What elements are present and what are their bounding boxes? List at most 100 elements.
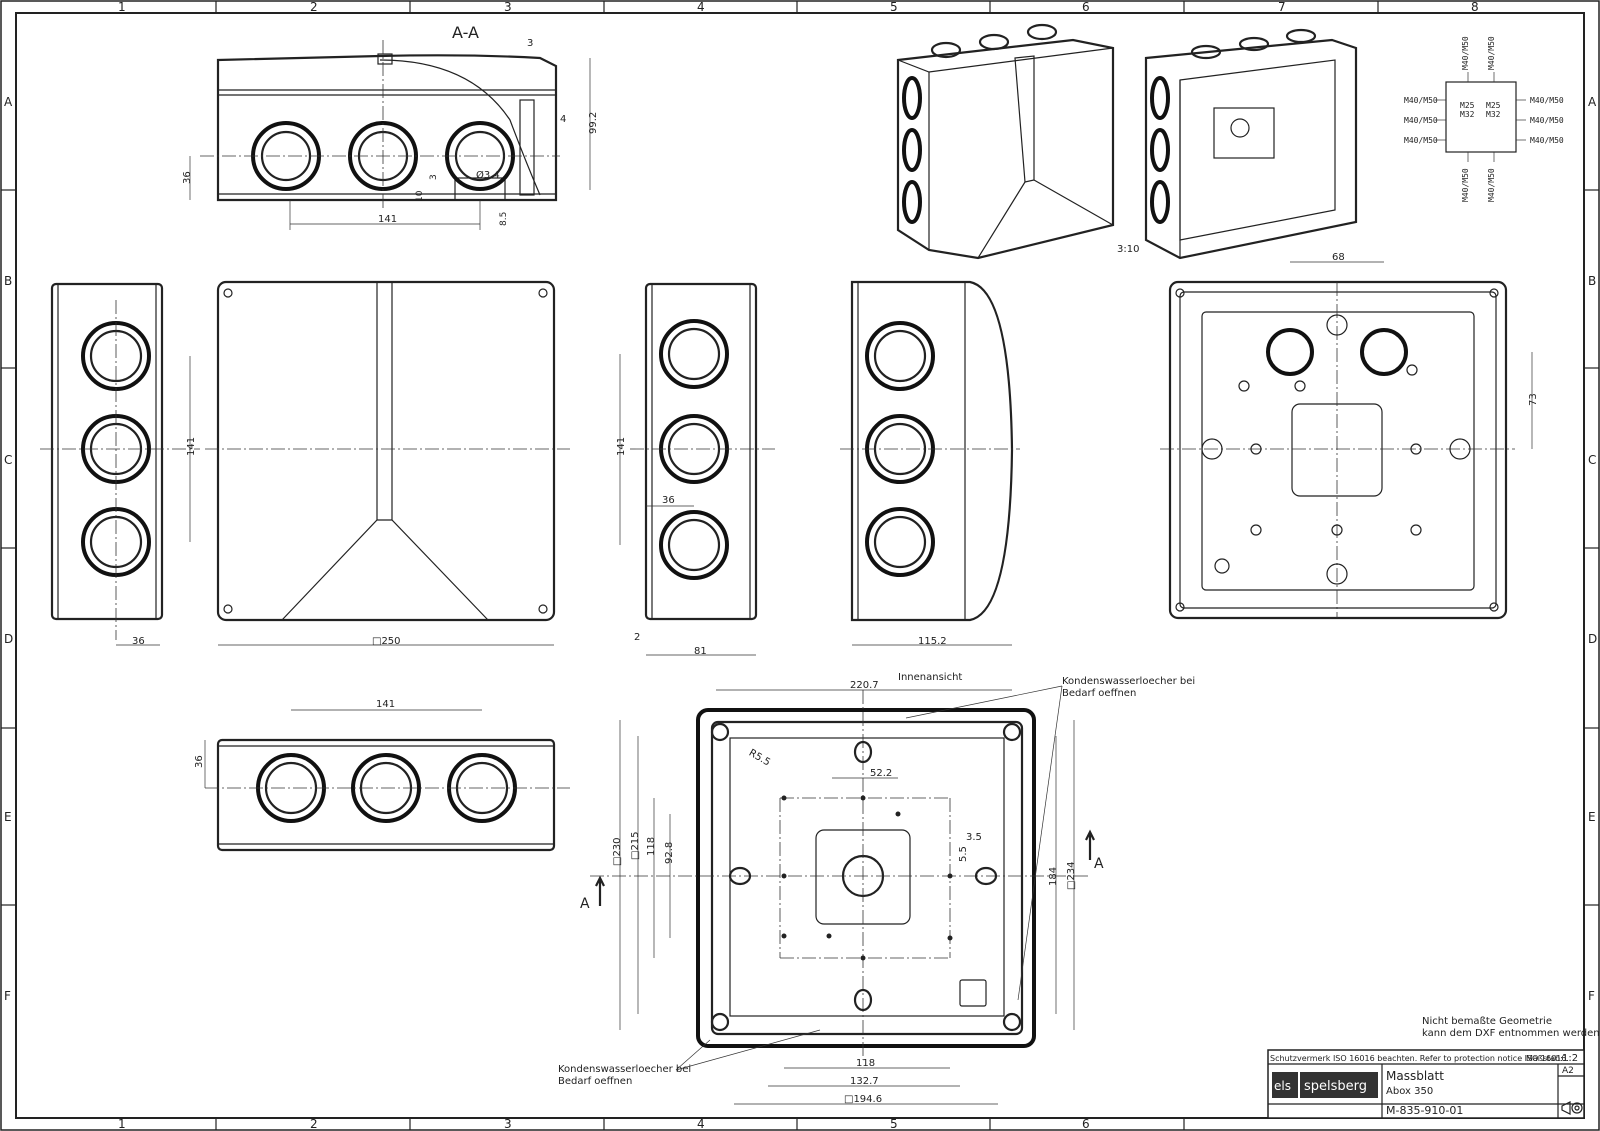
section-view-label: A-A [452,23,479,42]
row-label-b-right: B [1588,274,1596,288]
brand-mark: els [1274,1079,1291,1093]
middle-side-view: 141 36 2 81 [616,282,775,657]
inner-dim-132-7: 132.7 [850,1076,879,1087]
top-view-lid: □250 [205,280,570,647]
thread-center-l2: M32 [1460,110,1475,119]
mid-dim-2: 2 [634,632,640,643]
section-arrow-left-letter: A [580,896,590,912]
bottom-dim-141: 141 [376,699,395,710]
row-label-e-right: E [1588,810,1596,824]
section-dim-99-2: 99.2 [588,112,599,134]
inner-dim-184: 184 [1048,867,1059,886]
col-label-7: 7 [1278,0,1286,14]
col-label-1-bottom: 1 [118,1117,126,1131]
geometry-note-line2: kann dem DXF entnommen werden [1422,1028,1600,1039]
row-label-e: E [4,810,12,824]
section-dim-8-5: 8.5 [499,212,509,226]
row-label-a-right: A [1588,95,1597,109]
base-dim-73: 73 [1528,393,1539,406]
section-dim-36: 36 [182,171,193,184]
section-dim-4: 4 [560,114,566,125]
base-dim-68: 68 [1332,252,1345,263]
thread-top-left: M40/M50 [1461,36,1470,70]
col-label-5-bottom: 5 [890,1117,898,1131]
inner-dim-5-5: 5.5 [958,846,969,862]
inner-view-label: Innenansicht [898,672,962,683]
bottom-dim-36: 36 [194,755,205,768]
right-dim-115-2: 115.2 [918,636,947,647]
row-label-f: F [4,989,11,1003]
condensate-note-top-line1: Kondenswasserloecher bei [1062,676,1195,687]
col-label-5: 5 [890,0,898,14]
section-dim-3: 3 [527,38,533,49]
thread-top-right: M40/M50 [1487,36,1496,70]
doc-type: Massblatt [1386,1069,1444,1083]
inner-dim-230: □230 [612,837,623,866]
inner-dim-92-8: 92.8 [664,842,675,864]
right-side-view: 115.2 [840,280,1020,647]
geometry-note-line1: Nicht bemaßte Geometrie [1422,1016,1552,1027]
sheet-inner-border [15,12,1585,1119]
mid-dim-141: 141 [616,437,627,456]
brand-name: spelsberg [1304,1079,1367,1094]
row-label-c-right: C [1588,453,1596,467]
mid-dim-81: 81 [694,646,707,657]
grid-row-labels: A B C D E F A B C D E F [1,95,1599,1003]
thread-left-2: M40/M50 [1404,116,1438,125]
col-label-8: 8 [1471,0,1479,14]
col-label-1: 1 [118,0,126,14]
inner-dim-r5-5: R5.5 [747,748,772,769]
col-label-4-bottom: 4 [697,1117,705,1131]
inner-view: Innenansicht 220.7 R5.5 52.2 [558,672,1195,1105]
product-name: Abox 350 [1386,1086,1433,1097]
isometric-open-box [1144,28,1358,260]
inner-dim-52-2: 52.2 [870,768,892,779]
left-dim-36: 36 [132,636,145,647]
section-view-a-a: A-A 141 3 99.2 4 36 10 3 Ø3.4 8.5 [182,23,599,230]
row-label-a: A [4,95,13,109]
projection-symbol-icon [1561,1101,1583,1115]
thread-center-l1: M25 [1460,101,1475,110]
top-dim-250: □250 [372,636,401,647]
row-label-d: D [4,632,13,646]
condensate-note-bottom-line1: Kondenswasserloecher bei [558,1064,691,1075]
inner-dim-3-5: 3.5 [966,832,982,843]
row-label-b: B [4,274,12,288]
section-arrow-right-letter: A [1094,856,1104,872]
base-plan-view: 68 73 [1160,252,1539,620]
protection-notice: Schutzvermerk ISO 16016 beachten. Refer … [1270,1054,1569,1063]
thread-right-1: M40/M50 [1530,96,1564,105]
condensate-note-bottom-line2: Bedarf oeffnen [558,1076,632,1087]
grid-column-labels-bottom: 1 2 3 4 5 6 [118,1117,1185,1131]
thread-right-3: M40/M50 [1530,136,1564,145]
row-label-d-right: D [1588,632,1597,646]
mid-dim-36: 36 [662,495,675,506]
thread-bottom-left: M40/M50 [1461,168,1470,202]
grid-column-labels-top: 1 2 3 4 5 6 7 8 [118,0,1479,14]
thread-center-r1: M25 [1486,101,1501,110]
thread-layout-diagram: M40/M50 M40/M50 M40/M50 M40/M50 M40/M50 … [1404,36,1564,202]
row-label-c: C [4,453,12,467]
inner-dim-234: □234 [1066,861,1077,890]
thread-left-1: M40/M50 [1404,96,1438,105]
sheet-size: A2 [1562,1066,1574,1076]
inner-dim-220-7: 220.7 [850,680,879,691]
drawing-number: M-835-910-01 [1386,1104,1463,1117]
section-dim-dia-3-4: Ø3.4 [476,169,500,181]
iso-scale-note: 3:10 [1117,244,1139,255]
scale-label: Maßstab: [1526,1054,1563,1063]
col-label-4: 4 [697,0,705,14]
thread-center-r2: M32 [1486,110,1501,119]
col-label-6-bottom: 6 [1082,1117,1090,1131]
inner-dim-118-left: 118 [646,837,657,856]
col-label-2-bottom: 2 [310,1117,318,1131]
section-dim-10: 10 [415,190,425,202]
inner-dim-118-bottom: 118 [856,1058,875,1069]
title-block: Schutzvermerk ISO 16016 beachten. Refer … [1267,1049,1585,1119]
left-dim-141: 141 [186,437,197,456]
section-dim-3b: 3 [429,174,439,180]
col-label-2: 2 [310,0,318,14]
inner-dim-215: □215 [630,831,641,860]
